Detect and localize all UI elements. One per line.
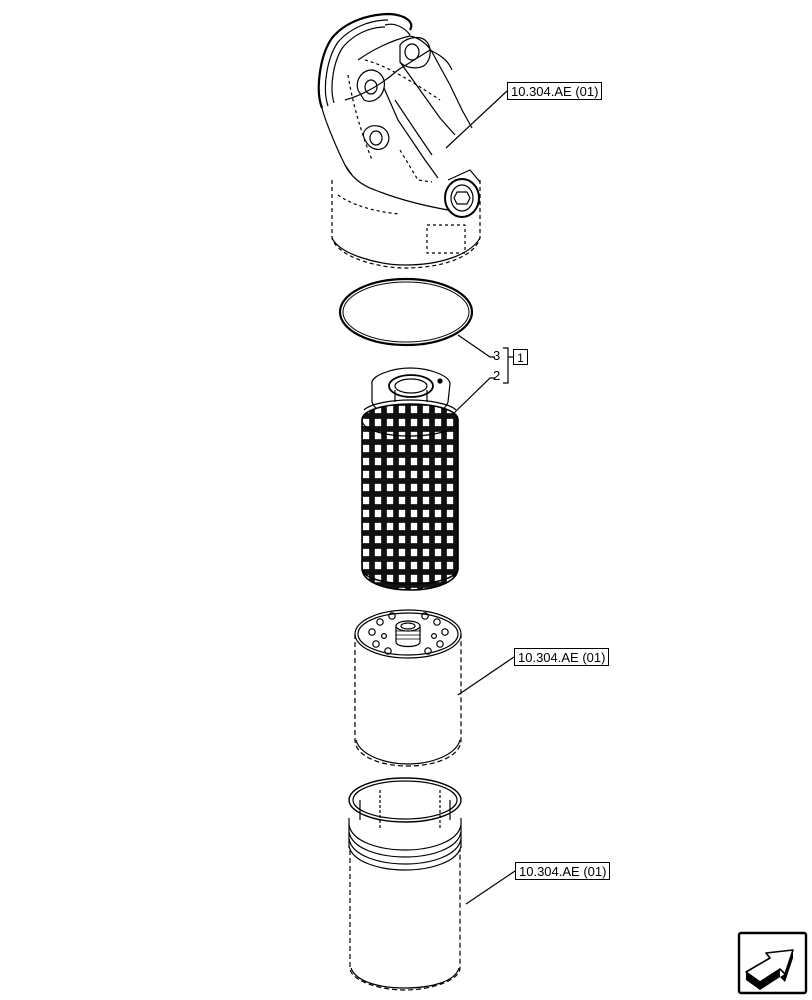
reference-link-cartridge[interactable]: 10.304.AE (01) <box>514 648 610 666</box>
cartridge-holes <box>368 612 449 655</box>
leader-line-o-ring <box>457 334 495 358</box>
kit-item-box[interactable]: 1 <box>513 349 528 365</box>
filter-element <box>361 367 459 591</box>
reference-link-bowl[interactable]: 10.304.AE (01) <box>515 862 611 880</box>
filter-cartridge <box>354 609 462 767</box>
reference-link-filter-head[interactable]: 10.304.AE (01) <box>507 82 603 100</box>
leader-line-filter-head <box>445 90 508 149</box>
filter-head <box>317 12 481 269</box>
callout-number-o-ring: 3 <box>493 348 501 363</box>
leader-line-bowl <box>465 870 516 905</box>
leader-line-element <box>451 377 495 416</box>
o-ring <box>338 277 474 347</box>
leader-line-cartridge <box>457 656 515 696</box>
callout-number-element: 2 <box>493 368 501 383</box>
next-page-arrow-icon[interactable] <box>737 931 808 995</box>
filter-bowl <box>348 777 462 991</box>
callout-bracket <box>503 347 509 384</box>
